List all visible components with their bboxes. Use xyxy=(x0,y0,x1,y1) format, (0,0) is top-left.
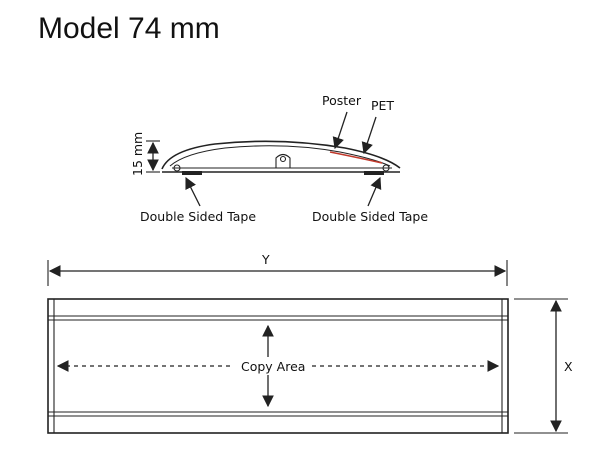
frame-outline xyxy=(47,298,509,434)
y-dim-label: Y xyxy=(261,252,270,267)
poster-label: Poster xyxy=(322,93,362,108)
right-hinge xyxy=(382,164,390,172)
poster-callout-arrow xyxy=(332,111,348,150)
height-dim-label: 15 mm xyxy=(130,132,145,176)
profile-inner-arc xyxy=(169,145,391,167)
profile-cross-section: 15 mm Poster PET Double Sided Tape Doubl… xyxy=(130,93,428,224)
profile-center-clip xyxy=(275,153,291,168)
right-tape-block xyxy=(364,171,384,175)
pet-label: PET xyxy=(371,98,394,113)
pet-callout-arrow xyxy=(361,116,377,155)
frame-front-view: Y Copy Area X xyxy=(47,252,573,434)
left-tape-callout-arrow xyxy=(185,176,201,207)
profile-outer-arc xyxy=(161,140,401,170)
left-hinge xyxy=(173,164,181,172)
profile-center-hole xyxy=(279,155,287,163)
right-tape-callout-arrow xyxy=(367,176,382,207)
right-tape-label: Double Sided Tape xyxy=(312,209,428,224)
copy-area-label: Copy Area xyxy=(241,359,305,374)
copy-area-label-bg xyxy=(238,357,310,375)
x-dim-label: X xyxy=(564,359,573,374)
left-tape-block xyxy=(182,171,202,175)
poster-strip xyxy=(329,151,383,164)
left-tape-label: Double Sided Tape xyxy=(140,209,256,224)
page-title: Model 74 mm xyxy=(38,12,220,45)
